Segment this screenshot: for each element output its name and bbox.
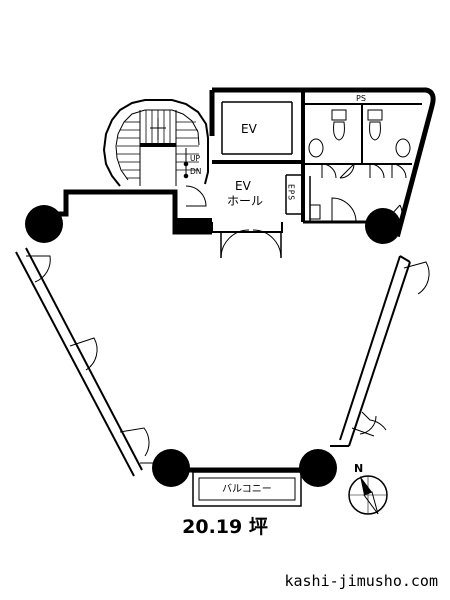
balcony — [192, 471, 302, 507]
ev-label: EV — [241, 122, 258, 136]
column-nw — [25, 205, 63, 243]
ev-hall-label: EV — [235, 179, 252, 193]
dn-label: DN — [190, 167, 201, 176]
column-se — [299, 449, 337, 487]
office-room — [15, 189, 430, 477]
up-label: UP — [190, 154, 200, 163]
north-arrow-icon — [348, 475, 388, 515]
eps-label: EPS — [287, 184, 296, 201]
balcony-label: バルコニー — [222, 483, 272, 495]
core-block — [185, 87, 436, 259]
ps-label: PS — [356, 94, 366, 103]
site-watermark: kashi-jimusho.com — [284, 572, 438, 590]
north-label: N — [354, 462, 363, 475]
ev-hall-label-jp: ホール — [227, 194, 263, 208]
column-sw — [152, 449, 190, 487]
column-ne — [365, 208, 401, 244]
columns — [25, 205, 401, 487]
staircase — [102, 99, 209, 187]
area-label: 20.19 坪 — [182, 516, 268, 538]
